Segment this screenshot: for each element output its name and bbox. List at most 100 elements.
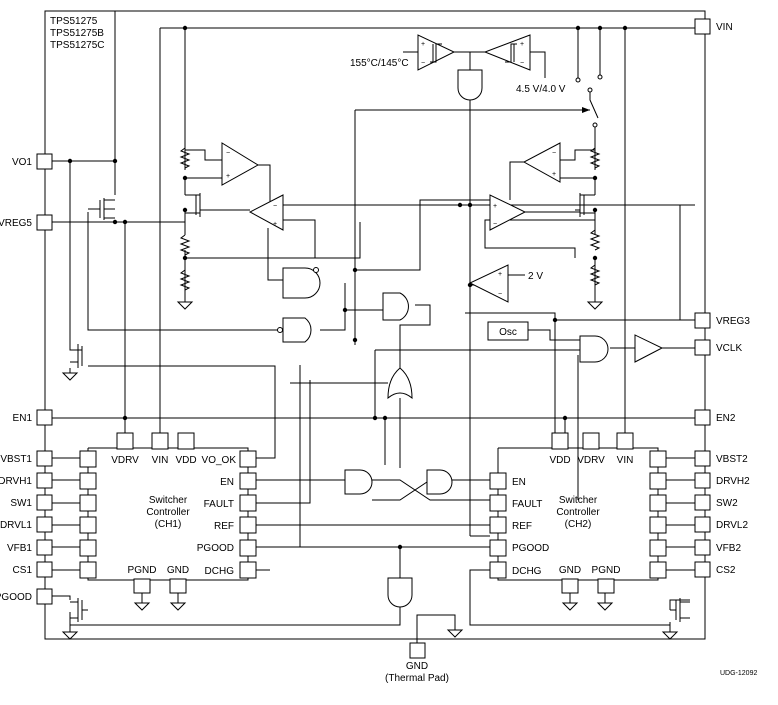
right-pins: VIN VREG3 VCLK EN2 VBST2 DRVH2 SW2 DRVL2…	[694, 18, 750, 578]
ch1-title-1: Switcher	[149, 495, 188, 506]
pin-gnd-sublabel: (Thermal Pad)	[385, 673, 449, 684]
ch2-controller: VDD VDRV VIN EN FAULT REF PGOOD DCHG Swi…	[489, 432, 667, 594]
and-gate-lower	[282, 317, 312, 343]
pin-vbst2	[694, 450, 711, 467]
ch2-driver-amp	[489, 194, 527, 231]
pin-vbst2-label: VBST2	[716, 454, 748, 465]
ch2-title-3: (CH2)	[565, 519, 592, 530]
pin-drvh1	[36, 472, 53, 489]
ref-2v-amp	[468, 264, 509, 303]
and-gate-vclk	[579, 335, 609, 363]
pin-drvl2-label: DRVL2	[716, 520, 748, 531]
svg-text:−: −	[273, 203, 277, 210]
ch2-pin-l3	[489, 516, 507, 534]
ground-icon	[61, 368, 79, 381]
svg-text:+: +	[226, 173, 230, 180]
ref-2v-label: 2 V	[528, 271, 543, 282]
ch2-pin-gnd	[561, 578, 579, 594]
pin-vreg3	[694, 312, 711, 329]
ch1-pin-l3	[79, 494, 97, 512]
pin-vreg5-label: VREG5	[0, 218, 32, 229]
pin-sw1-label: SW1	[10, 498, 32, 509]
pin-pgood-label: PGOOD	[0, 592, 32, 603]
ground-icon	[596, 602, 614, 611]
pin-vreg5	[36, 214, 53, 231]
ch1-pin-l1	[79, 450, 97, 468]
ch1-pin-vdrv	[116, 432, 134, 450]
ch2-title-1: Switcher	[559, 495, 598, 506]
ch1-pin-l4	[79, 516, 97, 534]
pin-drvl1-label: DRVL1	[0, 520, 32, 531]
pin-vo1-label: VO1	[12, 157, 32, 168]
ch2-label-en: EN	[512, 477, 526, 488]
ch1-pin-r5	[239, 539, 257, 557]
pin-vin	[694, 18, 711, 35]
pin-vfb2	[694, 539, 711, 556]
mosfet-pgood-bottom	[70, 598, 88, 622]
pin-vreg3-label: VREG3	[716, 316, 750, 327]
ch2-label-vdd: VDD	[549, 455, 570, 466]
ch2-label-dchg: DCHG	[512, 566, 542, 577]
vclk-buffer	[634, 334, 664, 363]
pin-vo1	[36, 153, 53, 170]
ch1-pin-l5	[79, 539, 97, 557]
ch2-pin-vdrv	[582, 432, 600, 450]
ch1-label-vo-ok: VO_OK	[202, 455, 237, 466]
and-gate-ch1-en	[344, 469, 373, 495]
ch1-error-amp	[221, 142, 259, 186]
uvlo-threshold-label: 4.5 V/4.0 V	[516, 84, 566, 95]
ground-icon	[661, 622, 679, 640]
ch1-label-gnd: GND	[167, 565, 189, 576]
pin-en2	[694, 409, 711, 426]
ch1-label-dchg: DCHG	[205, 566, 235, 577]
ground-icon	[61, 622, 79, 640]
ch1-pin-vin	[151, 432, 169, 450]
part-number-3: TPS51275C	[50, 40, 104, 51]
ch2-pin-l2	[489, 494, 507, 512]
mosfet-ch1-reg	[185, 193, 205, 217]
left-pins: VO1 VREG5 EN1 VBST1 DRVH1 SW1 DRVL1 VFB1…	[0, 153, 53, 605]
svg-text:+: +	[421, 41, 425, 48]
ch2-pin-r6	[649, 561, 667, 579]
mosfet-vo1	[88, 198, 115, 220]
pin-vclk	[694, 339, 711, 356]
ch2-pin-vdd	[551, 432, 569, 450]
ch1-label-pgnd: PGND	[128, 565, 157, 576]
pin-en1-label: EN1	[13, 413, 33, 424]
pin-gnd	[409, 642, 426, 659]
pin-vbst1-label: VBST1	[0, 454, 32, 465]
ch1-pin-gnd	[169, 578, 187, 594]
svg-text:−: −	[498, 291, 502, 298]
ch2-title-2: Controller	[556, 507, 600, 518]
ground-icon	[446, 629, 464, 638]
op-amps: −+ −+ −+ +− +−	[221, 142, 664, 363]
ground-symbols	[61, 298, 679, 640]
ic-boundary	[44, 10, 706, 640]
pin-cs2	[694, 561, 711, 578]
pin-sw1	[36, 494, 53, 511]
ch2-label-vdrv: VDRV	[577, 455, 605, 466]
ch2-label-fault: FAULT	[512, 499, 542, 510]
ch1-label-vdd: VDD	[175, 455, 196, 466]
ch2-error-amp	[522, 142, 561, 183]
pin-gnd-label: GND	[406, 661, 428, 672]
logic-gates	[277, 267, 609, 608]
thermal-threshold-label: 155°C/145°C	[350, 58, 409, 69]
svg-text:+: +	[493, 203, 497, 210]
ch2-pin-r4	[649, 516, 667, 534]
or-gate	[387, 367, 413, 400]
svg-text:−: −	[421, 60, 425, 67]
svg-text:−: −	[226, 150, 230, 157]
pin-vfb1-label: VFB1	[7, 543, 32, 554]
svg-text:−: −	[520, 60, 524, 67]
pin-vfb1	[36, 539, 53, 556]
ground-icon	[176, 298, 194, 310]
svg-text:−: −	[552, 150, 556, 157]
oscillator	[487, 321, 529, 341]
thermal-and-gate	[457, 69, 483, 101]
mosfets	[70, 193, 690, 622]
ch1-pin-r2	[239, 472, 257, 490]
svg-text:−: −	[493, 221, 497, 228]
ch1-pin-pgnd	[133, 578, 151, 594]
